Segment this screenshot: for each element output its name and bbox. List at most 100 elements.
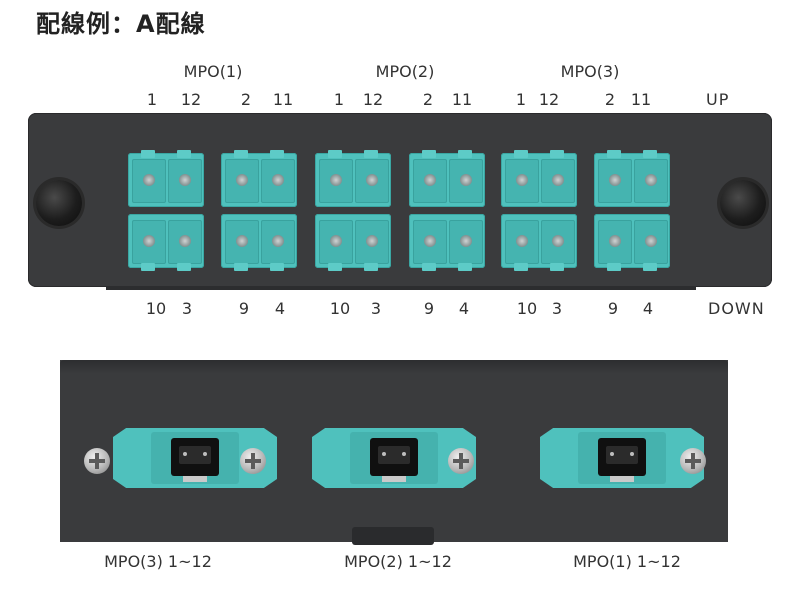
lc-port[interactable] (261, 220, 295, 264)
ferrule-icon (552, 235, 564, 247)
lc-port[interactable] (132, 159, 166, 203)
group-title-mpo3: MPO(3) (560, 62, 620, 81)
lc-duplex-adapter[interactable] (594, 150, 670, 207)
lc-duplex-adapter[interactable] (221, 214, 297, 271)
lc-port[interactable] (319, 159, 353, 203)
lc-duplex-adapter[interactable] (409, 214, 485, 271)
lc-port[interactable] (225, 220, 259, 264)
mpo-adapter-1[interactable] (540, 428, 704, 488)
down-fiber-number: 10 (516, 299, 538, 318)
lc-duplex-adapter[interactable] (128, 150, 204, 207)
lc-port[interactable] (505, 159, 539, 203)
lc-port[interactable] (634, 220, 668, 264)
right-thumbscrew-icon[interactable] (720, 180, 766, 226)
lc-port[interactable] (225, 159, 259, 203)
up-fiber-number: 1 (333, 90, 345, 109)
up-label: UP (706, 90, 730, 109)
lc-port[interactable] (598, 159, 632, 203)
lc-port[interactable] (355, 159, 389, 203)
down-fiber-number: 3 (181, 299, 193, 318)
lc-port[interactable] (319, 220, 353, 264)
lc-duplex-adapter[interactable] (409, 150, 485, 207)
lc-duplex-adapter[interactable] (315, 214, 391, 271)
ferrule-icon (330, 174, 342, 186)
down-fiber-number: 10 (145, 299, 167, 318)
rear-port-label: MPO(3) 1~12 (104, 552, 212, 571)
mpo-adapter-2[interactable] (312, 428, 476, 488)
lc-port[interactable] (413, 220, 447, 264)
ferrule-icon (552, 174, 564, 186)
up-fiber-number: 2 (422, 90, 434, 109)
lc-duplex-adapter[interactable] (501, 214, 577, 271)
lc-port[interactable] (634, 159, 668, 203)
ferrule-icon (609, 174, 621, 186)
group-title-mpo2: MPO(2) (375, 62, 435, 81)
up-fiber-number: 2 (604, 90, 616, 109)
group-title-mpo1: MPO(1) (183, 62, 243, 81)
lc-port[interactable] (449, 159, 483, 203)
ferrule-icon (143, 174, 155, 186)
lc-port[interactable] (449, 220, 483, 264)
lc-port[interactable] (261, 159, 295, 203)
down-fiber-number: 10 (329, 299, 351, 318)
ferrule-icon (645, 174, 657, 186)
lc-duplex-adapter[interactable] (315, 150, 391, 207)
lc-duplex-adapter[interactable] (221, 150, 297, 207)
lc-port[interactable] (413, 159, 447, 203)
up-fiber-number: 2 (240, 90, 252, 109)
ferrule-icon (516, 174, 528, 186)
latch-tab (514, 150, 528, 158)
lc-port[interactable] (541, 159, 575, 203)
screw-icon (448, 448, 474, 474)
down-fiber-number: 9 (423, 299, 435, 318)
lc-duplex-adapter[interactable] (128, 214, 204, 271)
lc-port[interactable] (132, 220, 166, 264)
lc-duplex-adapter[interactable] (501, 150, 577, 207)
up-fiber-number: 1 (515, 90, 527, 109)
latch-tab (550, 150, 564, 158)
rear-panel-tab (352, 527, 434, 545)
down-fiber-number: 3 (551, 299, 563, 318)
ferrule-icon (272, 174, 284, 186)
up-fiber-number: 11 (451, 90, 473, 109)
left-thumbscrew-icon[interactable] (36, 180, 82, 226)
ferrule-icon (424, 235, 436, 247)
ferrule-icon (236, 174, 248, 186)
down-fiber-number: 4 (458, 299, 470, 318)
rear-panel-top-edge (60, 360, 728, 374)
lc-port[interactable] (355, 220, 389, 264)
up-fiber-number: 12 (362, 90, 384, 109)
down-label: DOWN (708, 299, 765, 318)
latch-tab (234, 150, 248, 158)
ferrule-icon (236, 235, 248, 247)
rear-port-label: MPO(1) 1~12 (573, 552, 681, 571)
lc-port[interactable] (168, 159, 202, 203)
lc-duplex-adapter[interactable] (594, 214, 670, 271)
ferrule-icon (179, 174, 191, 186)
up-fiber-number: 11 (272, 90, 294, 109)
lc-port[interactable] (598, 220, 632, 264)
rear-port-label: MPO(2) 1~12 (344, 552, 452, 571)
screw-icon (84, 448, 110, 474)
latch-tab (270, 263, 284, 271)
ferrule-icon (143, 235, 155, 247)
latch-tab (270, 150, 284, 158)
latch-tab (328, 150, 342, 158)
ferrule-icon (516, 235, 528, 247)
latch-tab (550, 263, 564, 271)
latch-tab (364, 263, 378, 271)
latch-tab (234, 263, 248, 271)
latch-tab (422, 150, 436, 158)
screw-icon (680, 448, 706, 474)
lc-port[interactable] (505, 220, 539, 264)
ferrule-icon (645, 235, 657, 247)
up-fiber-number: 12 (180, 90, 202, 109)
up-fiber-number: 1 (146, 90, 158, 109)
latch-tab (422, 263, 436, 271)
lc-port[interactable] (168, 220, 202, 264)
up-fiber-number: 11 (630, 90, 652, 109)
down-fiber-number: 9 (238, 299, 250, 318)
ferrule-icon (366, 235, 378, 247)
lc-port[interactable] (541, 220, 575, 264)
up-fiber-number: 12 (538, 90, 560, 109)
